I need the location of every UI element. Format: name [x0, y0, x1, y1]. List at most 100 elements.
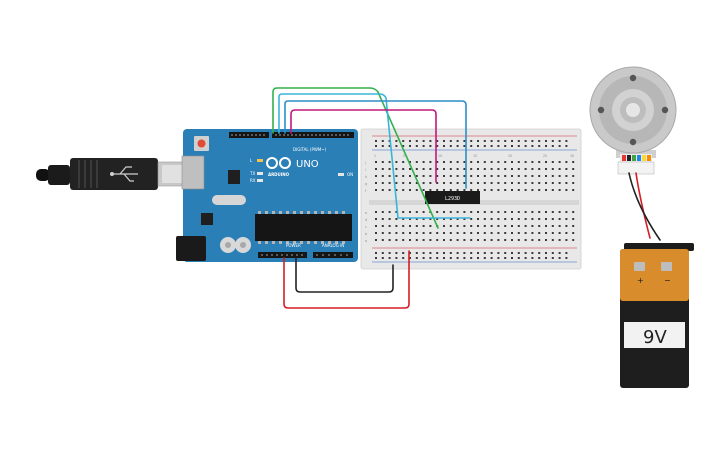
- breadboard-hole[interactable]: [531, 161, 534, 163]
- breadboard-hole[interactable]: [422, 168, 425, 170]
- breadboard-hole[interactable]: [381, 175, 384, 177]
- breadboard-hole[interactable]: [395, 168, 398, 170]
- breadboard-hole[interactable]: [565, 189, 568, 191]
- breadboard-hole[interactable]: [511, 189, 513, 191]
- breadboard-hole[interactable]: [470, 140, 473, 142]
- breadboard-hole[interactable]: [545, 257, 547, 259]
- breadboard-hole[interactable]: [422, 161, 425, 163]
- breadboard-hole[interactable]: [429, 218, 432, 220]
- breadboard-hole[interactable]: [558, 175, 561, 177]
- breadboard-hole[interactable]: [422, 189, 425, 191]
- usb-cable[interactable]: [36, 158, 189, 190]
- breadboard-hole[interactable]: [409, 189, 411, 191]
- breadboard-hole[interactable]: [490, 218, 493, 220]
- breadboard-hole[interactable]: [524, 257, 527, 259]
- breadboard-hole[interactable]: [436, 175, 439, 177]
- breadboard-hole[interactable]: [517, 225, 520, 227]
- breadboard-hole[interactable]: [388, 189, 391, 191]
- breadboard-hole[interactable]: [422, 145, 425, 147]
- breadboard-hole[interactable]: [545, 218, 547, 220]
- breadboard-hole[interactable]: [449, 161, 452, 163]
- breadboard-hole[interactable]: [429, 182, 432, 184]
- breadboard-hole[interactable]: [517, 140, 520, 142]
- breadboard-hole[interactable]: [456, 252, 459, 254]
- breadboard-hole[interactable]: [422, 182, 425, 184]
- breadboard-hole[interactable]: [470, 232, 473, 234]
- breadboard-hole[interactable]: [463, 182, 466, 184]
- breadboard-hole[interactable]: [415, 182, 418, 184]
- breadboard-hole[interactable]: [490, 145, 493, 147]
- breadboard-hole[interactable]: [429, 175, 432, 177]
- breadboard-hole[interactable]: [558, 225, 561, 227]
- breadboard-hole[interactable]: [477, 175, 479, 177]
- breadboard-hole[interactable]: [422, 140, 425, 142]
- breadboard-hole[interactable]: [490, 257, 493, 259]
- breadboard-hole[interactable]: [456, 140, 459, 142]
- breadboard-hole[interactable]: [497, 239, 500, 241]
- breadboard-hole[interactable]: [483, 182, 486, 184]
- breadboard-hole[interactable]: [375, 257, 377, 259]
- breadboard-hole[interactable]: [443, 182, 445, 184]
- breadboard-hole[interactable]: [381, 218, 384, 220]
- breadboard-hole[interactable]: [545, 211, 547, 213]
- breadboard-hole[interactable]: [422, 239, 425, 241]
- breadboard-hole[interactable]: [511, 239, 513, 241]
- breadboard-hole[interactable]: [395, 211, 398, 213]
- breadboard-hole[interactable]: [443, 232, 445, 234]
- breadboard-hole[interactable]: [381, 182, 384, 184]
- breadboard-hole[interactable]: [538, 257, 541, 259]
- breadboard-hole[interactable]: [395, 218, 398, 220]
- breadboard-hole[interactable]: [449, 189, 452, 191]
- breadboard-hole[interactable]: [409, 211, 411, 213]
- breadboard-hole[interactable]: [477, 225, 479, 227]
- breadboard-hole[interactable]: [409, 239, 411, 241]
- breadboard-hole[interactable]: [497, 189, 500, 191]
- breadboard-hole[interactable]: [558, 252, 561, 254]
- breadboard-hole[interactable]: [490, 140, 493, 142]
- breadboard-hole[interactable]: [477, 218, 479, 220]
- breadboard-hole[interactable]: [565, 145, 568, 147]
- breadboard-hole[interactable]: [388, 239, 391, 241]
- breadboard-hole[interactable]: [381, 161, 384, 163]
- breadboard-hole[interactable]: [551, 175, 554, 177]
- breadboard-hole[interactable]: [436, 232, 439, 234]
- breadboard-hole[interactable]: [415, 232, 418, 234]
- breadboard-hole[interactable]: [483, 211, 486, 213]
- breadboard-hole[interactable]: [524, 168, 527, 170]
- breadboard-hole[interactable]: [415, 252, 418, 254]
- breadboard-hole[interactable]: [572, 189, 575, 191]
- breadboard-hole[interactable]: [470, 161, 473, 163]
- breadboard-hole[interactable]: [443, 211, 445, 213]
- breadboard-hole[interactable]: [449, 257, 452, 259]
- breadboard-hole[interactable]: [375, 225, 377, 227]
- breadboard-hole[interactable]: [443, 140, 445, 142]
- breadboard-hole[interactable]: [422, 257, 425, 259]
- breadboard-hole[interactable]: [551, 239, 554, 241]
- breadboard-hole[interactable]: [436, 189, 439, 191]
- breadboard-hole[interactable]: [381, 252, 384, 254]
- breadboard-hole[interactable]: [511, 257, 513, 259]
- breadboard-hole[interactable]: [443, 189, 445, 191]
- breadboard-hole[interactable]: [402, 145, 405, 147]
- breadboard-hole[interactable]: [415, 211, 418, 213]
- breadboard-hole[interactable]: [538, 161, 541, 163]
- breadboard-hole[interactable]: [449, 232, 452, 234]
- breadboard-hole[interactable]: [477, 140, 479, 142]
- breadboard-hole[interactable]: [395, 182, 398, 184]
- breadboard-hole[interactable]: [517, 257, 520, 259]
- breadboard-hole[interactable]: [375, 140, 377, 142]
- breadboard-hole[interactable]: [517, 182, 520, 184]
- breadboard-hole[interactable]: [463, 225, 466, 227]
- breadboard-hole[interactable]: [490, 182, 493, 184]
- breadboard-hole[interactable]: [375, 211, 377, 213]
- breadboard-hole[interactable]: [545, 145, 547, 147]
- dc-jack[interactable]: [176, 236, 206, 261]
- breadboard-hole[interactable]: [524, 189, 527, 191]
- breadboard-hole[interactable]: [395, 161, 398, 163]
- breadboard-hole[interactable]: [422, 225, 425, 227]
- dc-motor[interactable]: [589, 66, 677, 175]
- breadboard-hole[interactable]: [538, 182, 541, 184]
- breadboard-hole[interactable]: [531, 218, 534, 220]
- breadboard-hole[interactable]: [381, 225, 384, 227]
- breadboard-hole[interactable]: [524, 211, 527, 213]
